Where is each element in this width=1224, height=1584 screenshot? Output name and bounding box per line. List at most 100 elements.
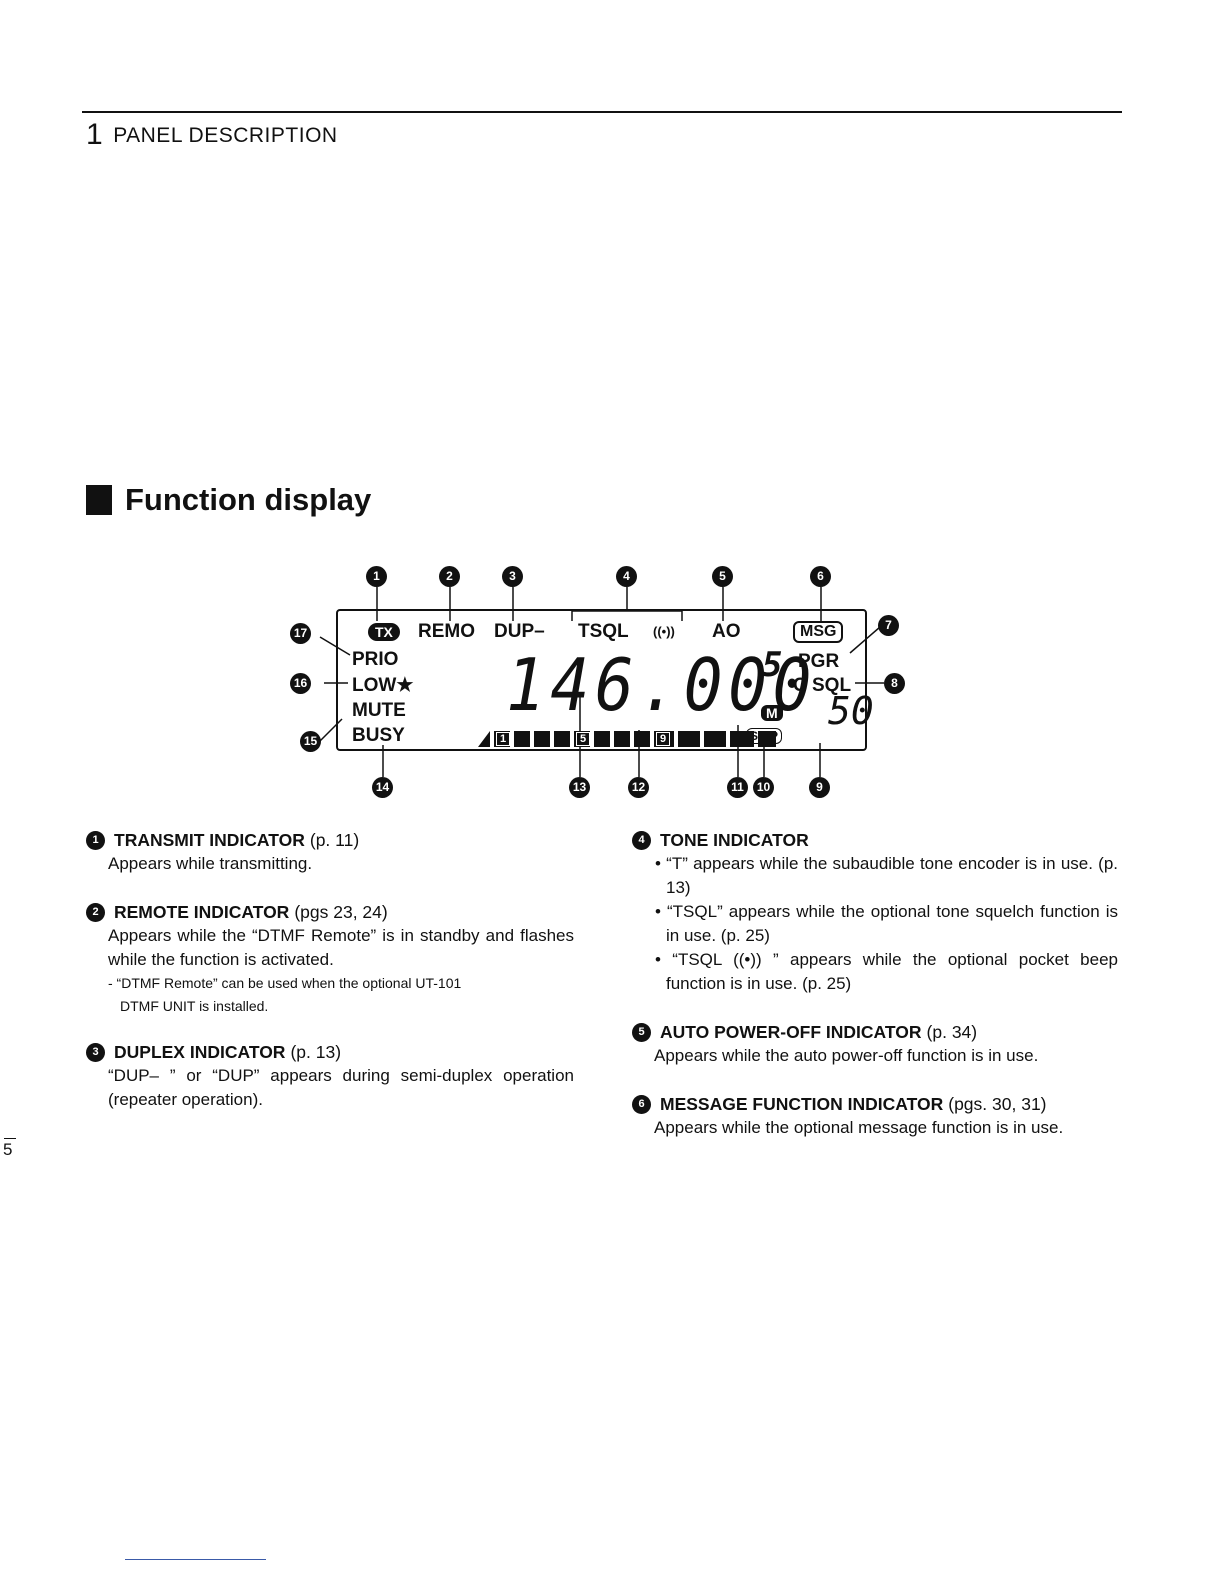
entry-1-body: Appears while transmitting. [108, 854, 313, 873]
left-column: 1 TRANSMIT INDICATOR (p. 11) Appears whi… [86, 828, 574, 1112]
s-meter-label-1: 1 [496, 732, 510, 746]
entry-5-ref: (p. 34) [926, 1022, 978, 1042]
s-meter-label-9: 9 [656, 732, 670, 746]
entry-6-number: 6 [632, 1094, 651, 1114]
entry-6-ref: (pgs. 30, 31) [948, 1094, 1047, 1114]
tsql-indicator: TSQL [578, 621, 629, 642]
callout-12: 12 [628, 777, 649, 798]
s-meter-wedge [478, 731, 490, 747]
right-column: 4 TONE INDICATOR • “T” appears while the… [632, 828, 1118, 1140]
remo-indicator: REMO [418, 621, 475, 642]
entry-4-bullet-1: • “T” appears while the subaudible tone … [655, 854, 1118, 897]
page-number: 5 [3, 1140, 13, 1159]
chapter-header: 1 PANEL DESCRIPTION [86, 118, 338, 152]
section-title: Function display [125, 482, 372, 517]
entry-6-head: 6 MESSAGE FUNCTION INDICATOR (pgs. 30, 3… [632, 1092, 1118, 1116]
frequency-sub-digit: 5 [762, 645, 783, 685]
entry-2-ref: (pgs 23, 24) [294, 902, 388, 922]
s-meter-segment [758, 731, 776, 747]
section-square-icon [86, 485, 112, 515]
chapter-number: 1 [86, 118, 104, 151]
entry-6-body: Appears while the optional message funct… [654, 1118, 1064, 1137]
callout-6: 6 [810, 566, 831, 587]
callout-2: 2 [439, 566, 460, 587]
entry-2-number: 2 [86, 902, 105, 922]
entry-1-ref: (p. 11) [309, 830, 360, 850]
entry-1-title: TRANSMIT INDICATOR [114, 830, 305, 850]
memory-indicator: M [761, 705, 783, 721]
entry-2-title: REMOTE INDICATOR [114, 902, 290, 922]
callout-5: 5 [712, 566, 733, 587]
footer-rule [125, 1559, 266, 1560]
entry-4-bullet-2: • “TSQL” appears while the optional tone… [655, 902, 1118, 945]
spacer [632, 1068, 1118, 1092]
top-rule [82, 111, 1122, 113]
s-meter-segment [594, 731, 610, 747]
entry-1-number: 1 [86, 830, 105, 850]
tx-indicator: TX [368, 623, 400, 641]
s-meter-segment [614, 731, 630, 747]
entry-4-number: 4 [632, 830, 651, 850]
entry-3-head: 3 DUPLEX INDICATOR (p. 13) [86, 1040, 574, 1064]
ao-indicator: AO [712, 621, 741, 642]
s-meter-segment [704, 731, 726, 747]
callout-7: 7 [878, 615, 899, 636]
entry-1-head: 1 TRANSMIT INDICATOR (p. 11) [86, 828, 574, 852]
entry-5-title: AUTO POWER-OFF INDICATOR [660, 1022, 922, 1042]
entry-6-title: MESSAGE FUNCTION INDICATOR [660, 1094, 944, 1114]
page-number-tick [4, 1138, 16, 1139]
entry-4-bullets: • “T” appears while the subaudible tone … [632, 852, 1118, 996]
callout-9: 9 [809, 777, 830, 798]
chapter-title: PANEL DESCRIPTION [113, 124, 338, 147]
entry-3-body: “DUP– ” or “DUP” appears during semi-dup… [108, 1066, 574, 1109]
entry-4-head: 4 TONE INDICATOR [632, 828, 1118, 852]
busy-indicator: BUSY [352, 725, 405, 746]
low-indicator: LOW★ [352, 675, 414, 696]
entry-5-number: 5 [632, 1022, 651, 1042]
entry-3-ref: (p. 13) [290, 1042, 342, 1062]
msg-indicator: MSG [793, 621, 844, 643]
channel-readout: 50 [828, 689, 874, 733]
section-title-wrap: Function display [86, 482, 371, 518]
s-meter-segment [554, 731, 570, 747]
s-meter-segment [678, 731, 700, 747]
callout-15: 15 [300, 731, 321, 752]
frequency-readout: 146.000 [506, 643, 817, 727]
dup-indicator: DUP– [494, 621, 545, 642]
spacer [632, 996, 1118, 1020]
s-meter-segment [534, 731, 550, 747]
callout-3: 3 [502, 566, 523, 587]
entry-2-note-line1: - “DTMF Remote” can be used when the opt… [108, 975, 462, 991]
entry-2-note-line2: DTMF UNIT is installed. [120, 998, 269, 1014]
s-meter-bar: 1 5 9 [478, 731, 778, 747]
callout-17: 17 [290, 623, 311, 644]
entry-3-number: 3 [86, 1042, 105, 1062]
callout-16: 16 [290, 673, 311, 694]
pocket-beep-indicator: ((•)) [653, 624, 675, 639]
s-meter-segment [730, 731, 754, 747]
spacer [86, 876, 574, 900]
entry-4-title: TONE INDICATOR [660, 830, 809, 850]
callout-4: 4 [616, 566, 637, 587]
entry-4-bullet-3: • “TSQL ((•)) ” appears while the option… [655, 950, 1118, 993]
s-meter-segment [514, 731, 530, 747]
entry-5-head: 5 AUTO POWER-OFF INDICATOR (p. 34) [632, 1020, 1118, 1044]
s-meter-label-5: 5 [576, 732, 590, 746]
entry-5-body: Appears while the auto power-off functio… [654, 1046, 1039, 1065]
s-meter-segment [634, 731, 650, 747]
callout-11: 11 [727, 777, 748, 798]
entry-2-note-line2-wrap: DTMF UNIT is installed. [86, 995, 574, 1018]
lcd-panel: TX REMO DUP– TSQL ((•)) AO MSG PRIO LOW★… [336, 609, 874, 751]
spacer [86, 1018, 574, 1040]
prio-indicator: PRIO [352, 649, 399, 670]
callout-1: 1 [366, 566, 387, 587]
function-display-figure: 1 2 3 4 5 6 7 8 17 16 15 14 13 12 11 10 … [280, 555, 920, 805]
callout-8: 8 [884, 673, 905, 694]
pgr-indicator: PGR [798, 651, 840, 672]
callout-14: 14 [372, 777, 393, 798]
csql-indicator: C SQL [793, 675, 852, 696]
mute-indicator: MUTE [352, 700, 406, 721]
entry-3-title: DUPLEX INDICATOR [114, 1042, 286, 1062]
entry-2-head: 2 REMOTE INDICATOR (pgs 23, 24) [86, 900, 574, 924]
callout-10: 10 [753, 777, 774, 798]
